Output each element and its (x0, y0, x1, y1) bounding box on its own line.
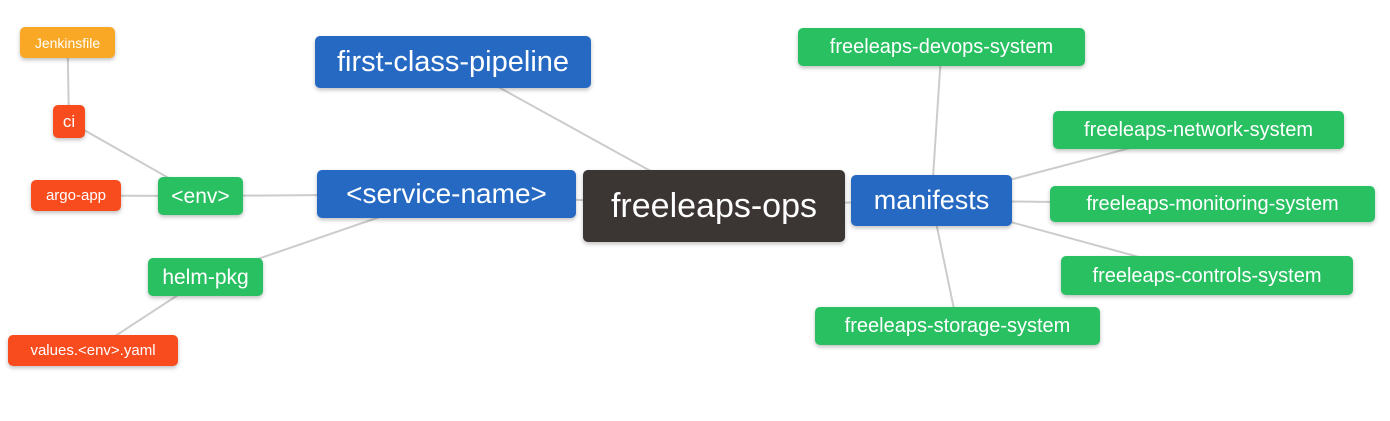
node-label: ci (62, 112, 76, 131)
node-label: freeleaps-ops (610, 187, 817, 225)
node-label: freeleaps-network-system (1084, 119, 1313, 141)
node-jenkinsfile[interactable]: Jenkinsfile (20, 27, 115, 58)
node-label: freeleaps-devops-system (829, 36, 1054, 58)
node-label: values.<env>.yaml (30, 342, 156, 359)
node-label: helm-pkg (162, 265, 249, 289)
node-freeleaps-ops-root[interactable]: freeleaps-ops (583, 170, 845, 242)
node-manifests[interactable]: manifests (851, 175, 1012, 226)
node-env[interactable]: <env> (158, 177, 243, 215)
node-helm-pkg[interactable]: helm-pkg (148, 258, 263, 296)
node-freeleaps-controls-system[interactable]: freeleaps-controls-system (1061, 256, 1353, 295)
node-values-env-yaml[interactable]: values.<env>.yaml (8, 335, 178, 366)
node-label: manifests (873, 185, 990, 215)
node-service-name[interactable]: <service-name> (317, 170, 576, 218)
node-label: Jenkinsfile (34, 34, 101, 51)
node-label: argo-app (45, 187, 107, 204)
node-label: freeleaps-controls-system (1092, 264, 1322, 287)
node-freeleaps-storage-system[interactable]: freeleaps-storage-system (815, 307, 1100, 345)
node-freeleaps-monitoring-system[interactable]: freeleaps-monitoring-system (1050, 186, 1375, 222)
node-label: <env> (171, 184, 230, 208)
node-argo-app[interactable]: argo-app (31, 180, 121, 211)
node-ci[interactable]: ci (53, 105, 85, 138)
node-label: freeleaps-monitoring-system (1086, 193, 1339, 215)
node-label: freeleaps-storage-system (844, 315, 1071, 337)
node-label: <service-name> (346, 178, 547, 209)
node-label: first-class-pipeline (336, 45, 570, 78)
node-freeleaps-network-system[interactable]: freeleaps-network-system (1053, 111, 1344, 149)
connector-manifests-to-freeleaps-devops-system (930, 46, 943, 201)
node-first-class-pipeline[interactable]: first-class-pipeline (315, 36, 591, 88)
node-freeleaps-devops-system[interactable]: freeleaps-devops-system (798, 28, 1085, 66)
